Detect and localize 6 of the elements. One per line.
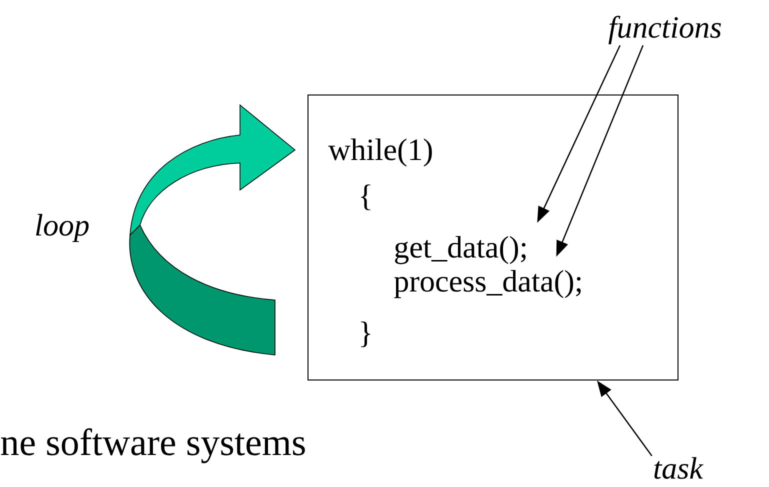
callout-text: task bbox=[654, 457, 704, 479]
loop-label: loop bbox=[36, 214, 89, 242]
caption-text: ne software systems bbox=[1, 428, 305, 464]
callout-text: functions bbox=[608, 16, 721, 44]
code-line: process_data(); bbox=[394, 270, 581, 298]
code-line: get_data(); bbox=[395, 236, 526, 264]
